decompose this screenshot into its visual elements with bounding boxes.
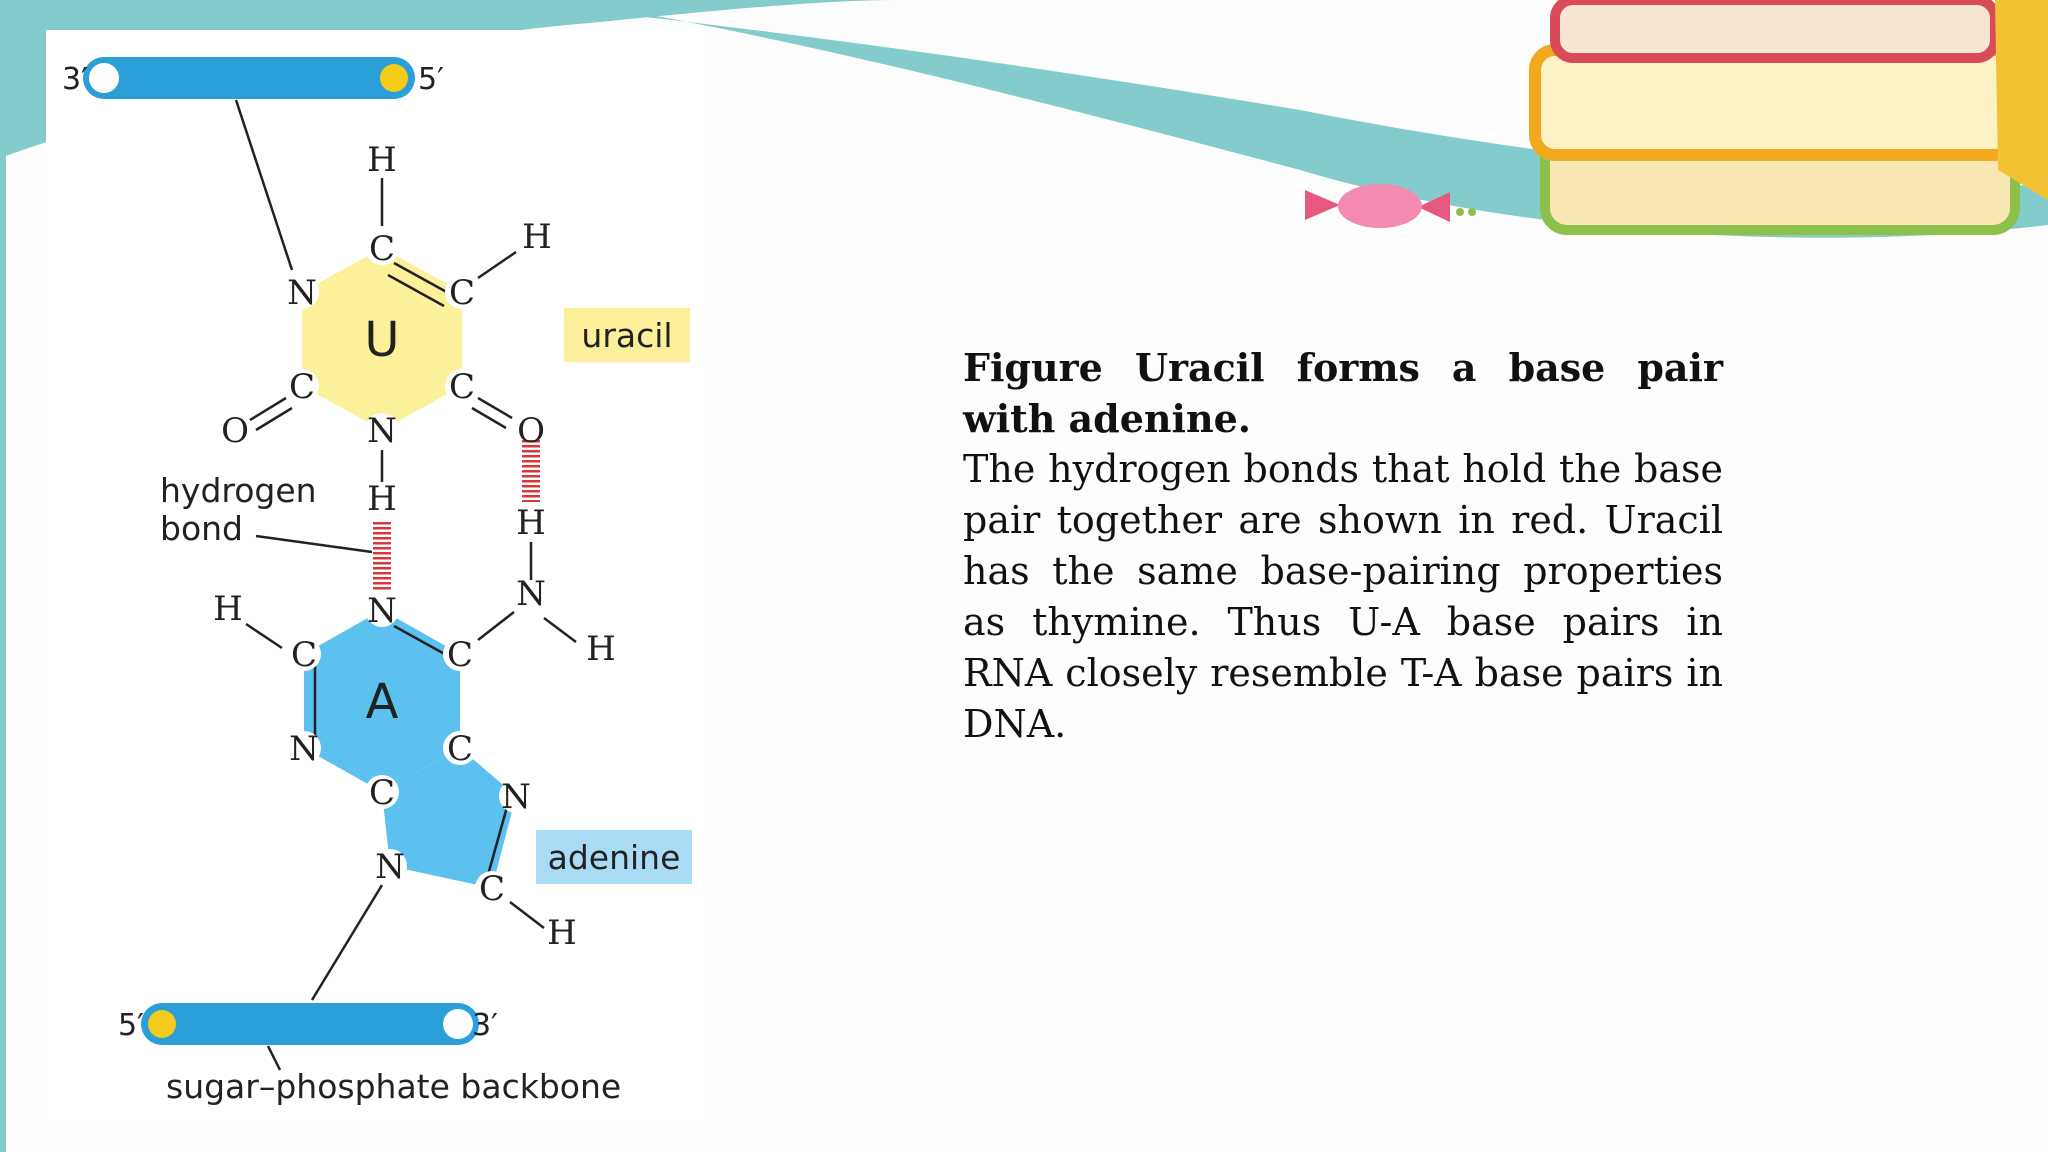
atom-label: C <box>479 869 505 909</box>
hydrogen-bond-label-line-2: bond <box>160 509 243 548</box>
uracil-letter: U <box>364 312 399 368</box>
atom-label: H <box>522 217 552 257</box>
atom-label: C <box>369 773 395 813</box>
atom-label: H <box>547 913 577 953</box>
figure-panel: 3′ 5′ <box>46 30 706 1122</box>
atom-label: H <box>367 140 397 180</box>
top-strand-3-cap <box>89 63 119 93</box>
adenine-six-ring <box>304 610 460 792</box>
adenine-five-ring <box>382 748 516 888</box>
atom-label: N <box>287 273 317 313</box>
atom-label: N <box>501 777 531 817</box>
backbone-label: sugar–phosphate backbone <box>166 1067 621 1106</box>
bottom-strand-3-cap <box>443 1009 473 1039</box>
atom-label: N <box>516 574 546 614</box>
uracil-tag: uracil <box>581 316 672 355</box>
hydrogen-bond-label-line-1: hydrogen <box>160 471 317 510</box>
atom-label: H <box>586 629 616 669</box>
atom-label: O <box>517 411 545 451</box>
atom-label: C <box>369 229 395 269</box>
atom-label: N <box>289 729 319 769</box>
uracil-link-line <box>234 99 294 271</box>
uracil-tag-bg <box>564 308 690 362</box>
caption-title: Figure Uracil forms a base pair with ade… <box>963 345 1723 441</box>
bottom-strand-5-cap <box>148 1010 176 1038</box>
bottom-strand-right-end: 3′ <box>472 1008 498 1043</box>
candy-icon <box>1305 184 1476 228</box>
top-strand-5-cap <box>380 64 408 92</box>
atom-label: H <box>367 479 397 519</box>
base-pair-diagram: 3′ 5′ <box>62 57 692 1106</box>
teal-left-edge <box>0 150 6 1152</box>
adenine-letter: A <box>366 674 399 730</box>
caption-body: The hydrogen bonds that hold the base pa… <box>963 447 1723 746</box>
atom-label: N <box>367 411 397 451</box>
backbone-pointer <box>266 1045 282 1071</box>
atom-label: H <box>213 589 243 629</box>
atom-label: C <box>291 635 317 675</box>
figure-caption: Figure Uracil forms a base pair with ade… <box>963 342 1723 750</box>
atom-label: C <box>447 635 473 675</box>
adenine-tag: adenine <box>548 838 681 877</box>
atom-label: C <box>449 367 475 407</box>
books-icon <box>1529 0 2048 235</box>
atom-label: C <box>447 729 473 769</box>
top-strand-left-end: 3′ <box>62 62 88 97</box>
atom-label: C <box>289 367 315 407</box>
adenine-tag-bg <box>536 830 692 884</box>
top-strand-right-end: 5′ <box>418 62 444 97</box>
adenine-link-line <box>310 884 384 1001</box>
atom-label: O <box>221 411 249 451</box>
bottom-strand-left-end: 5′ <box>118 1008 144 1043</box>
atom-label: C <box>449 273 475 313</box>
atom-label: H <box>516 503 546 543</box>
atom-label: N <box>367 591 397 631</box>
atom-label: N <box>375 847 405 887</box>
